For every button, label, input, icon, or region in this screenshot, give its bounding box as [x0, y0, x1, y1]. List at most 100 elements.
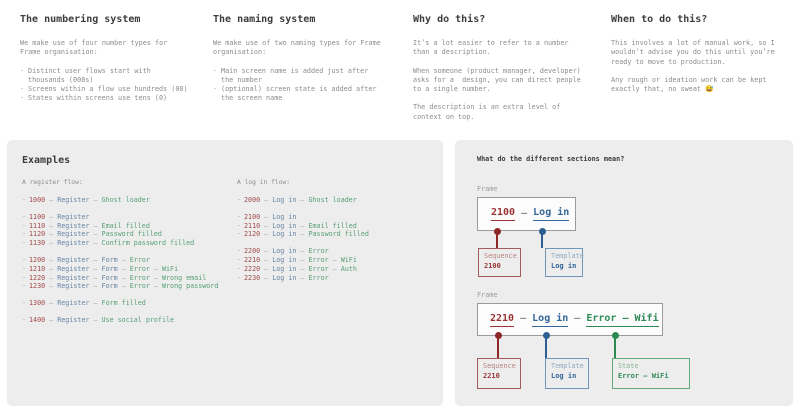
flow-item-state: Wrong email [161, 273, 207, 282]
bullet-dot: · [22, 221, 27, 230]
flow-item-separator: – [45, 212, 58, 221]
flow-item-separator: – [117, 273, 130, 282]
bullet-dot: · [20, 94, 25, 103]
flow-item-template: Register [57, 239, 90, 248]
template-connector [545, 336, 547, 358]
flow-item-separator: – [117, 255, 130, 264]
column-paragraph: We make use of four number types for Fra… [20, 39, 168, 57]
flow-item-template: Log in [272, 255, 297, 264]
flow-item-separator: – [260, 212, 273, 221]
column-paragraph: It’s a lot easier to refer to a number t… [413, 39, 569, 57]
flow-item-separator: – [45, 264, 58, 273]
sections-panel: What do the different sections mean? Fra… [455, 140, 793, 406]
flow-item-state: Email filled [101, 221, 150, 230]
bullet-text: (optional) screen state is added after t… [221, 85, 377, 103]
flow-item-separator: – [260, 230, 273, 239]
flow-group: ·1000 – Register – Ghost loader [22, 196, 218, 205]
bullet-dot: · [20, 85, 25, 94]
flow-item-separator: – [296, 255, 309, 264]
flow-item-sequence: 2120 [244, 230, 261, 239]
flow-item-separator: – [89, 299, 102, 308]
sequence-callout: Sequence 2100 [478, 248, 521, 277]
flow-item-separator: – [45, 196, 58, 204]
bullet-item: ·(optional) screen state is added after … [213, 85, 403, 104]
flow-item-state: WiFi [161, 264, 179, 273]
bullet-dot: · [22, 299, 27, 308]
bullet-dot: · [237, 264, 242, 273]
column-title: When to do this? [611, 14, 708, 25]
flow-item-separator: – [117, 264, 130, 273]
flow-item: ·2100 – Log in [237, 213, 369, 222]
examples-title: Examples [22, 155, 71, 166]
callout-label: Sequence [483, 362, 516, 370]
flow-item-template: Log in [272, 221, 297, 230]
bullet-dot: · [22, 273, 27, 282]
state-callout: State Error – WiFi [612, 358, 690, 389]
flow-group: ·2100 – Log in·2110 – Log in – Email fil… [237, 213, 369, 239]
flow-item-separator: – [296, 273, 309, 282]
bullet-text: Distinct user flows start with thousands… [28, 66, 151, 84]
flow-item-separator: – [89, 221, 102, 230]
flow-item-state: Wrong password [161, 282, 219, 291]
flow-item-separator: – [89, 282, 102, 291]
column-title: The numbering system [20, 14, 141, 25]
frame-label: Frame [477, 185, 498, 193]
flow-item-state: Use social profile [101, 315, 175, 324]
flow-item-sequence: 2000 [244, 196, 261, 204]
bullet-item: ·Main screen name is added just after th… [213, 67, 403, 86]
flow-item-separator: – [296, 221, 309, 230]
flow-item: ·1100 – Register [22, 213, 218, 222]
flow-item-template: Form [101, 264, 118, 273]
bullet-item: ·States within screens use tens (0) [20, 94, 210, 103]
flow-item-state: Ghost loader [308, 196, 357, 204]
template-dot [539, 228, 546, 235]
flow-item: ·2210 – Log in – Error – WiFi [237, 256, 369, 265]
flow-item-sequence: 2100 [244, 212, 261, 221]
flow-item-template: Register [57, 212, 90, 221]
flow-item-separator: – [89, 239, 102, 248]
flow-item-sequence: 2110 [244, 221, 261, 230]
sections-title: What do the different sections mean? [477, 155, 625, 163]
flow-item: ·1130 – Register – Confirm password fill… [22, 239, 218, 248]
column-paragraph: The description is an extra level of con… [413, 103, 561, 121]
flow-item-state: Error [129, 282, 150, 291]
bullet-text: Screens within a flow use hundreds (00) [28, 85, 188, 94]
flow-item: ·2220 – Log in – Error – Auth [237, 265, 369, 274]
flow-item-state: Auth [340, 264, 357, 273]
flow-item-separator: – [260, 221, 273, 230]
bullet-text: States within screens use tens (0) [28, 94, 168, 103]
sequence-connector [496, 231, 498, 248]
bullet-dot: · [213, 85, 218, 94]
callout-value: 2100 [484, 262, 501, 270]
sequence-dot [495, 332, 502, 339]
frame-title-separator: – [515, 207, 534, 219]
bullet-item: ·Distinct user flows start with thousand… [20, 67, 210, 86]
flow-item-separator: – [45, 315, 58, 324]
flow-item-sequence: 1230 [29, 282, 46, 291]
template-connector [541, 231, 543, 248]
frame-box: 2100 – Log in [477, 197, 576, 231]
flow-item-sequence: 1130 [29, 239, 46, 248]
flow-item-template: Form [101, 273, 118, 282]
flow-item-sequence: 1400 [29, 315, 46, 324]
flow-item-template: Register [57, 282, 90, 291]
flow-item-state: Error [308, 247, 329, 256]
flow-item-separator: – [296, 264, 309, 273]
flow-item-template: Register [57, 221, 90, 230]
sequence-connector [497, 336, 499, 358]
flow-item: ·1400 – Register – Use social profile [22, 316, 218, 325]
flow-item-state: WiFi [340, 255, 357, 264]
flow-item: ·1000 – Register – Ghost loader [22, 196, 218, 205]
flow-item-template: Log in [272, 230, 297, 239]
flow-item-separator: – [45, 255, 58, 264]
intro-column: When to do this?This involves a lot of m… [611, 14, 800, 103]
frame-title-sequence: 2100 [491, 207, 516, 221]
flow-item: ·2110 – Log in – Email filled [237, 222, 369, 231]
flow-item-sequence: 1000 [29, 196, 46, 204]
flow-group: ·1100 – Register·1110 – Register – Email… [22, 213, 218, 248]
flow-item-separator: – [45, 239, 58, 248]
examples-panel: Examples A register flow:·1000 – Registe… [7, 140, 443, 406]
column-title: Why do this? [413, 14, 486, 25]
flow-group: ·1300 – Register – Form filled [22, 299, 218, 308]
callout-label: State [618, 362, 639, 370]
